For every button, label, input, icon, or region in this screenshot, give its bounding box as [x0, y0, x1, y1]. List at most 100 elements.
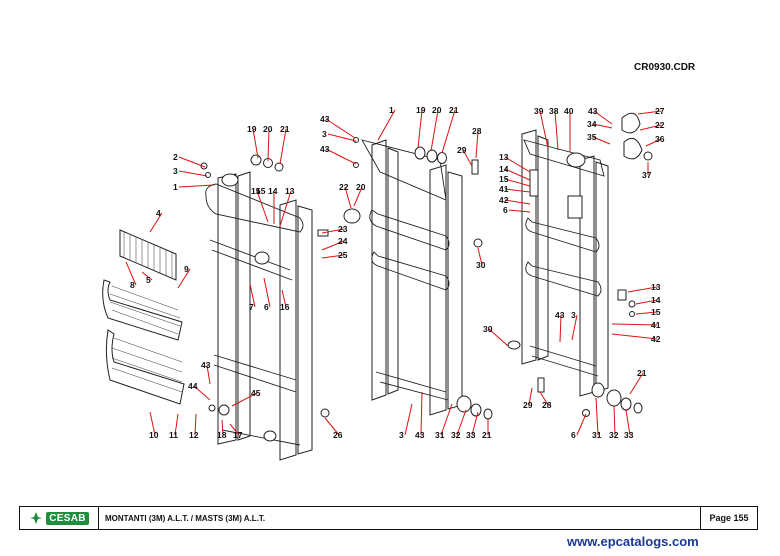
callout-number: 41 — [499, 184, 509, 194]
leader-line — [229, 423, 240, 436]
leader-line — [125, 261, 137, 286]
callout-number: 36 — [655, 134, 665, 144]
title-block: CESAB MONTANTI (3M) A.L.T. / MASTS (3M) … — [19, 506, 758, 530]
leader-line — [508, 209, 531, 213]
callout-number: 8 — [130, 280, 135, 290]
leader-line — [571, 314, 578, 341]
callout-number: 5 — [146, 275, 151, 285]
callout-number: 33 — [466, 430, 476, 440]
callout-number: 32 — [451, 430, 461, 440]
leader-line — [279, 190, 292, 227]
callout-number: 44 — [188, 381, 198, 391]
callout-number: 14 — [651, 295, 661, 305]
callout-number: 43 — [201, 360, 211, 370]
leader-line — [462, 149, 473, 167]
callout-number: 13 — [285, 186, 295, 196]
callout-number: 40 — [564, 106, 574, 116]
callout-number: 18 — [217, 430, 227, 440]
leader-line — [539, 391, 549, 406]
callout-number: 37 — [642, 170, 652, 180]
leader-line — [430, 109, 439, 152]
callout-number: 28 — [472, 126, 482, 136]
callout-number: 7 — [249, 302, 254, 312]
callout-number: 35 — [587, 132, 597, 142]
leader-line — [637, 110, 662, 115]
leader-line — [321, 254, 345, 259]
callout-number: 13 — [651, 282, 661, 292]
leader-line — [595, 397, 599, 436]
leader-line — [611, 333, 658, 340]
callout-number: 25 — [338, 250, 348, 260]
callout-number: 43 — [555, 310, 565, 320]
leader-line — [554, 110, 559, 151]
drawing-code: CR0930.CDR — [634, 62, 696, 73]
callout-number: 13 — [499, 152, 509, 162]
left-mast-assembly — [102, 154, 330, 461]
leader-line — [477, 247, 483, 266]
callout-number: 6 — [571, 430, 576, 440]
logo-text: CESAB — [46, 511, 89, 525]
callout-number: 42 — [651, 334, 661, 344]
drawing-description: MONTANTI (3M) A.L.T. / MASTS (3M) A.L.T. — [105, 513, 266, 523]
leader-line — [324, 417, 340, 436]
callout-number: 33 — [624, 430, 634, 440]
cesab-logo: CESAB — [20, 507, 99, 529]
leader-line — [206, 364, 211, 385]
callout-number: 30 — [483, 324, 493, 334]
callout-number: 43 — [415, 430, 425, 440]
leader-line — [471, 411, 479, 436]
callout-number: 21 — [449, 105, 459, 115]
callout-number: 15 — [651, 307, 661, 317]
callout-number: 1 — [389, 105, 394, 115]
leader-line — [504, 188, 531, 193]
leader-line — [528, 387, 533, 406]
callout-number: 41 — [651, 320, 661, 330]
callout-number: 43 — [320, 144, 330, 154]
page-number: Page 155 — [700, 507, 757, 529]
leader-line — [321, 240, 345, 251]
callout-number: 39 — [534, 106, 544, 116]
callout-number: 27 — [655, 106, 665, 116]
callout-number: 21 — [637, 368, 647, 378]
leader-line — [475, 130, 479, 159]
callout-number: 22 — [655, 120, 665, 130]
callout-number: 12 — [189, 430, 199, 440]
callout-number: 42 — [499, 195, 509, 205]
callout-number: 23 — [338, 224, 348, 234]
callout-number: 29 — [523, 400, 533, 410]
callout-number: 31 — [592, 430, 602, 440]
leader-line — [539, 110, 549, 149]
leader-line — [417, 109, 423, 149]
leader-line — [249, 283, 256, 308]
leader-line — [178, 156, 206, 168]
leader-line — [420, 391, 423, 436]
watermark-text: www.epcatalogs.com — [567, 534, 699, 549]
callout-number: 3 — [571, 310, 576, 320]
callout-number: 24 — [338, 236, 348, 246]
callout-number: 20 — [432, 105, 442, 115]
callout-number: 38 — [549, 106, 559, 116]
callout-number: 45 — [251, 388, 261, 398]
cesab-logo-icon — [30, 512, 43, 524]
leader-line — [149, 411, 156, 436]
leader-line — [504, 156, 531, 173]
leader-line — [178, 184, 215, 188]
leader-line — [456, 409, 467, 436]
leader-line — [377, 109, 396, 141]
leader-line — [193, 385, 211, 401]
leader-line — [194, 413, 197, 436]
callout-number: 26 — [333, 430, 343, 440]
callout-number: 22 — [339, 182, 349, 192]
leader-line — [645, 138, 662, 147]
leader-line — [559, 314, 562, 343]
callout-number: 21 — [280, 124, 290, 134]
middle-mast-assembly — [343, 137, 493, 420]
leader-line — [325, 148, 357, 165]
callout-number: 28 — [542, 400, 552, 410]
callout-number: 30 — [476, 260, 486, 270]
leader-line — [440, 403, 453, 436]
callout-number: 15 — [256, 186, 266, 196]
callout-number: 6 — [503, 205, 508, 215]
callout-number: 20 — [263, 124, 273, 134]
